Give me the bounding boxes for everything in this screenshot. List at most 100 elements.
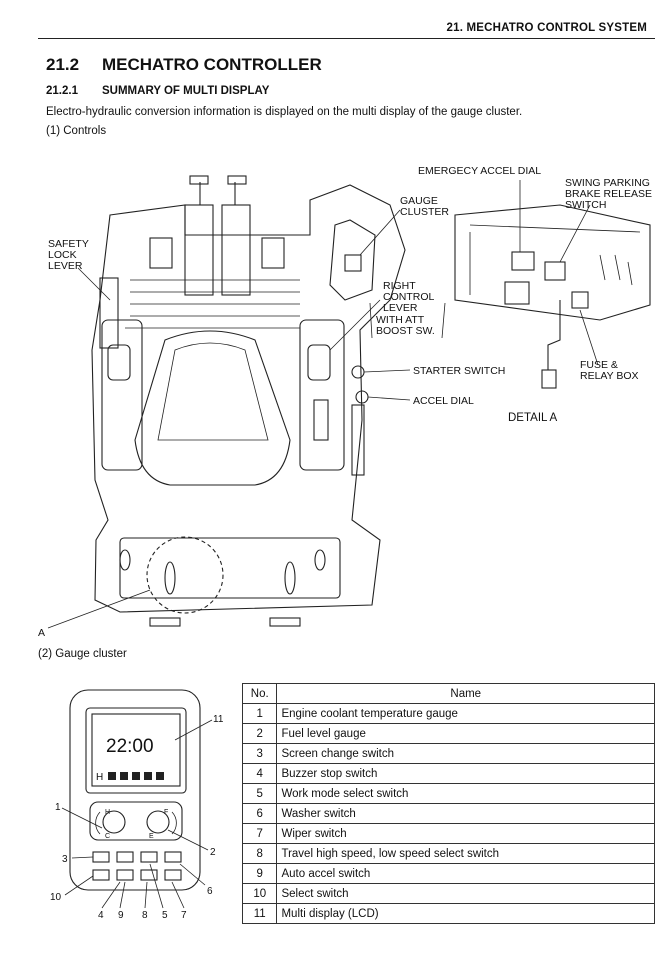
work-mode-switch[interactable] bbox=[140, 851, 158, 863]
subsection-title: SUMMARY OF MULTI DISPLAY bbox=[102, 85, 270, 97]
cab-floor-outline bbox=[91, 184, 406, 613]
column-header-name: Name bbox=[276, 683, 655, 704]
left-console bbox=[101, 319, 143, 471]
travel-speed-switch[interactable] bbox=[140, 869, 158, 881]
row-name: Screen change switch bbox=[276, 743, 655, 764]
row-no: 2 bbox=[241, 723, 278, 744]
row-name: Work mode select switch bbox=[276, 783, 655, 804]
label-swing-parking-2: BRAKE RELEASE bbox=[565, 188, 652, 200]
label-right-lever-3: LEVER bbox=[383, 302, 418, 314]
row-no: 10 bbox=[241, 883, 278, 904]
label-safety-2: LOCK bbox=[48, 249, 77, 261]
row-name: Multi display (LCD) bbox=[276, 903, 655, 924]
fuse-relay-box bbox=[541, 369, 557, 389]
right-lever-knob bbox=[227, 175, 247, 185]
label-right-lever-4: WITH ATT bbox=[376, 314, 425, 326]
chapter-title: 21. MECHATRO CONTROL SYSTEM bbox=[446, 22, 647, 34]
lcd-time: 22:00 bbox=[106, 736, 154, 757]
label-starter-switch: STARTER SWITCH bbox=[413, 365, 505, 377]
controls-figure: EMERGECY ACCEL DIAL SWING PARKING BRAKE … bbox=[38, 165, 652, 639]
gauge-cluster-body bbox=[69, 689, 201, 891]
row-no: 7 bbox=[241, 823, 278, 844]
select-switch[interactable] bbox=[92, 869, 110, 881]
row-no: 11 bbox=[241, 903, 278, 924]
detail-a-circle bbox=[146, 536, 224, 614]
gauge-f-mark: F bbox=[164, 809, 168, 816]
row-no: 8 bbox=[241, 843, 278, 864]
right-control-lever bbox=[307, 344, 331, 381]
gauge-c-mark: C bbox=[105, 833, 110, 840]
intro-paragraph: Electro-hydraulic conversion information… bbox=[46, 106, 523, 118]
row-no: 6 bbox=[241, 803, 278, 824]
row-no: 3 bbox=[241, 743, 278, 764]
section-number: 21.2 bbox=[46, 55, 80, 74]
starter-switch bbox=[351, 365, 365, 379]
coolant-gauge bbox=[102, 810, 126, 834]
table-header-row: No. Name bbox=[241, 683, 655, 704]
row-name: Travel high speed, low speed select swit… bbox=[276, 843, 655, 864]
label-swing-parking-3: SWITCH bbox=[565, 199, 606, 211]
wiper-switch[interactable] bbox=[164, 869, 182, 881]
screen-change-switch[interactable] bbox=[92, 851, 110, 863]
callout-6: 6 bbox=[207, 886, 213, 897]
callout-7: 7 bbox=[181, 910, 187, 921]
row-name: Auto accel switch bbox=[276, 863, 655, 884]
detail-a-drawing bbox=[454, 204, 651, 389]
callout-2: 2 bbox=[210, 847, 216, 858]
label-swing-parking-1: SWING PARKING bbox=[565, 177, 650, 189]
auto-accel-switch[interactable] bbox=[116, 869, 134, 881]
gauge-e-mark: E bbox=[149, 833, 154, 840]
section-title: MECHATRO CONTROLLER bbox=[102, 55, 322, 74]
lcd-status-icons bbox=[108, 772, 164, 780]
label-fuse-2: RELAY BOX bbox=[580, 370, 639, 382]
buzzer-stop-switch[interactable] bbox=[116, 851, 134, 863]
row-name: Fuel level gauge bbox=[276, 723, 655, 744]
row-name: Wiper switch bbox=[276, 823, 655, 844]
label-emergency-accel-dial: EMERGECY ACCEL DIAL bbox=[418, 165, 541, 177]
left-control-lever bbox=[107, 344, 131, 381]
label-gauge-cluster-2: CLUSTER bbox=[400, 206, 449, 218]
label-fuse-1: FUSE & bbox=[580, 359, 618, 371]
label-safety-1: SAFETY bbox=[48, 238, 89, 250]
gauge-panel bbox=[89, 801, 183, 841]
controls-heading: (1) Controls bbox=[46, 125, 107, 137]
row-no: 9 bbox=[241, 863, 278, 884]
right-console bbox=[299, 319, 345, 471]
gauge-h-mark: H bbox=[105, 809, 110, 816]
floor-box bbox=[119, 537, 341, 599]
multi-display-lcd bbox=[91, 713, 181, 787]
left-lever-knob bbox=[189, 175, 209, 185]
callout-9: 9 bbox=[118, 910, 124, 921]
washer-switch[interactable] bbox=[164, 851, 182, 863]
row-name: Select switch bbox=[276, 883, 655, 904]
row-no: 1 bbox=[241, 703, 278, 724]
callout-8: 8 bbox=[142, 910, 148, 921]
subsection-number: 21.2.1 bbox=[46, 85, 78, 97]
callout-5: 5 bbox=[162, 910, 168, 921]
left-pedal bbox=[184, 204, 214, 296]
row-no: 4 bbox=[241, 763, 278, 784]
row-name: Washer switch bbox=[276, 803, 655, 824]
row-name: Engine coolant temperature gauge bbox=[276, 703, 655, 724]
header-rule bbox=[38, 38, 655, 39]
lcd-frame bbox=[85, 707, 187, 794]
fuel-gauge bbox=[146, 810, 170, 834]
operator-seat bbox=[134, 330, 291, 486]
label-safety-3: LEVER bbox=[48, 260, 83, 272]
label-right-lever-5: BOOST SW. bbox=[376, 325, 435, 337]
lcd-mode: H bbox=[96, 772, 103, 783]
column-header-no: No. bbox=[241, 683, 278, 704]
right-pedal bbox=[221, 204, 251, 296]
callout-11: 11 bbox=[213, 714, 224, 725]
row-name: Buzzer stop switch bbox=[276, 763, 655, 784]
